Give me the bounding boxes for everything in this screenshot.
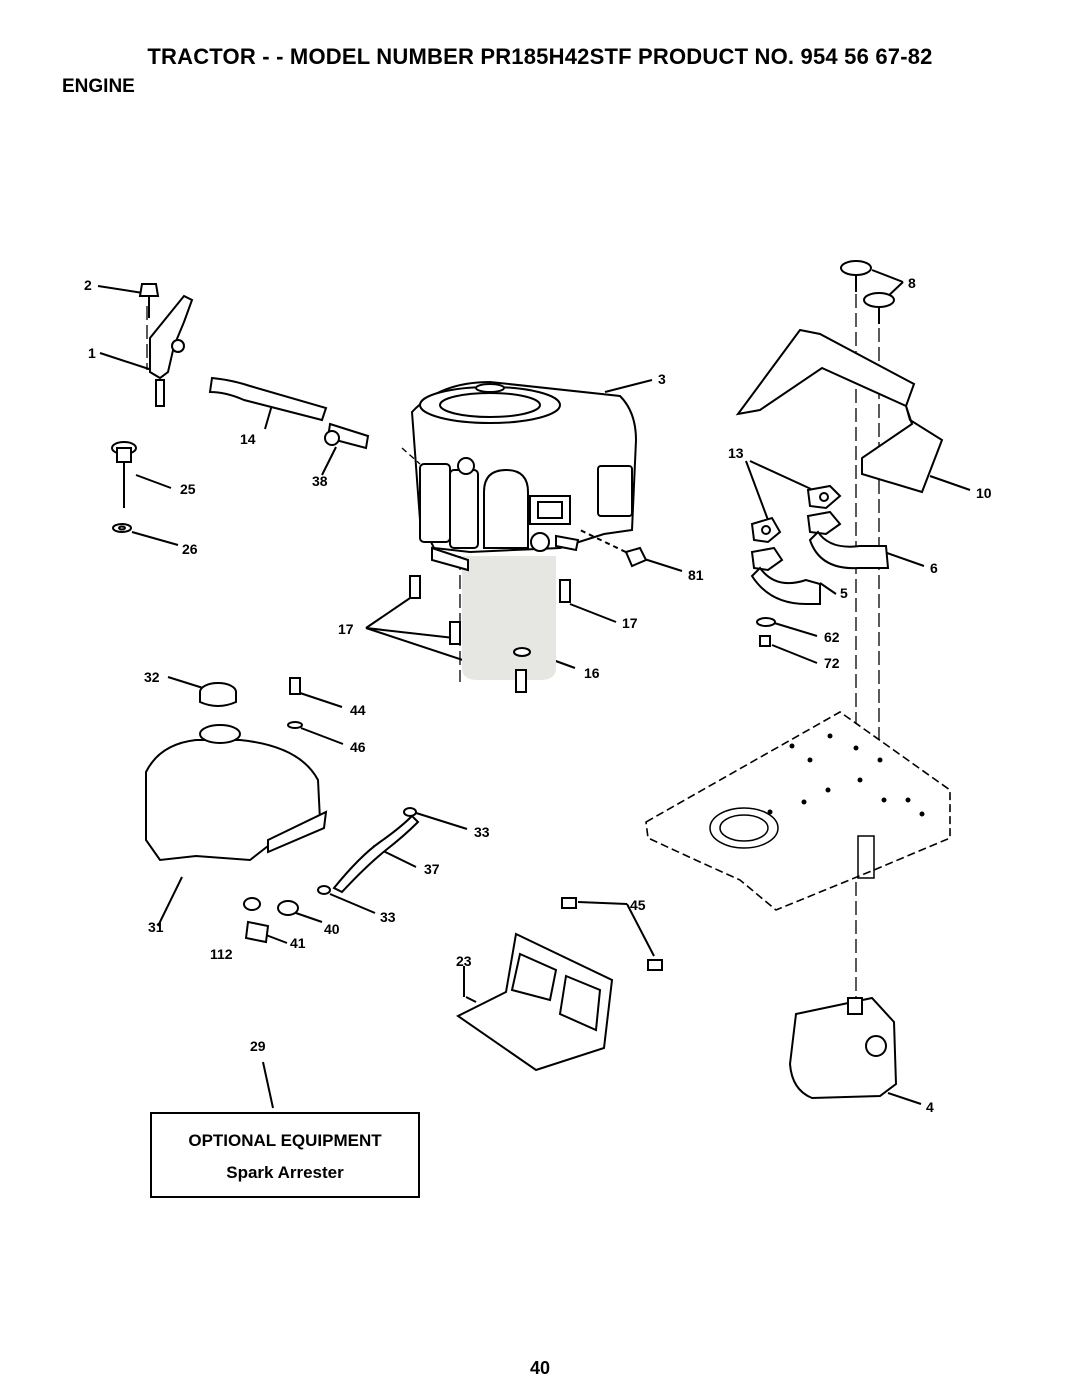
callout-label: 33 bbox=[380, 909, 396, 925]
callout-label: 25 bbox=[180, 481, 196, 497]
callout-label: 44 bbox=[350, 702, 366, 718]
callout-label: 81 bbox=[688, 567, 704, 583]
section-title: ENGINE bbox=[62, 76, 135, 97]
callout-label: 14 bbox=[240, 431, 256, 447]
callout-label: 26 bbox=[182, 541, 198, 557]
callout-label: 3 bbox=[658, 371, 666, 387]
optional-equipment-box: OPTIONAL EQUIPMENT Spark Arrester bbox=[150, 1112, 420, 1198]
callout-label: 23 bbox=[456, 953, 472, 969]
callout-label: 29 bbox=[250, 1038, 266, 1054]
callout-label: 112 bbox=[210, 946, 233, 962]
callout-label: 40 bbox=[324, 921, 340, 937]
callout-label: 32 bbox=[144, 669, 160, 685]
callout-label: 1 bbox=[88, 345, 96, 361]
callout-label: 13 bbox=[728, 445, 744, 461]
optional-equipment-title: OPTIONAL EQUIPMENT bbox=[188, 1131, 382, 1150]
callout-label: 62 bbox=[824, 629, 840, 645]
callout-label: 17 bbox=[622, 615, 638, 631]
callout-label: 5 bbox=[840, 585, 848, 601]
callout-label: 31 bbox=[148, 919, 164, 935]
callout-label: 38 bbox=[312, 473, 328, 489]
spark-arrester-label: Spark Arrester bbox=[226, 1163, 344, 1182]
callout-label: 16 bbox=[584, 665, 600, 681]
callout-label: 10 bbox=[976, 485, 992, 501]
callout-label: 6 bbox=[930, 560, 938, 576]
page-number: 40 bbox=[529, 1358, 551, 1378]
callout-label: 45 bbox=[630, 897, 646, 913]
page-title: TRACTOR - - MODEL NUMBER PR185H42STF PRO… bbox=[147, 44, 933, 69]
callout-label: 33 bbox=[474, 824, 490, 840]
callout-label: 4 bbox=[926, 1099, 934, 1115]
callout-label: 46 bbox=[350, 739, 366, 755]
callout-label: 8 bbox=[908, 275, 916, 291]
callout-label: 37 bbox=[424, 861, 440, 877]
callout-label: 2 bbox=[84, 277, 92, 293]
callout-label: 17 bbox=[338, 621, 354, 637]
callout-label: 41 bbox=[290, 935, 306, 951]
callout-label: 72 bbox=[824, 655, 840, 671]
